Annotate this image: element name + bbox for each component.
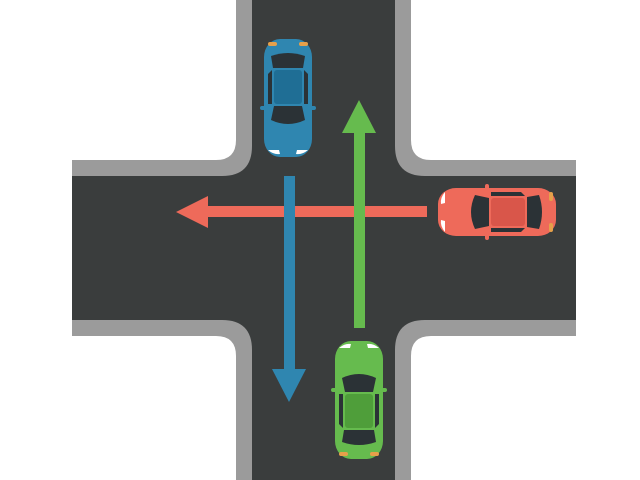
green-car xyxy=(331,341,387,459)
road xyxy=(72,0,576,480)
red-car xyxy=(438,184,556,240)
red-car-body xyxy=(438,184,556,240)
blue-car xyxy=(260,39,316,157)
red-arrow xyxy=(176,196,427,228)
blue-arrow xyxy=(272,176,306,402)
blue-car-body xyxy=(260,39,316,157)
green-car-body xyxy=(331,341,387,459)
green-arrow xyxy=(342,100,376,328)
